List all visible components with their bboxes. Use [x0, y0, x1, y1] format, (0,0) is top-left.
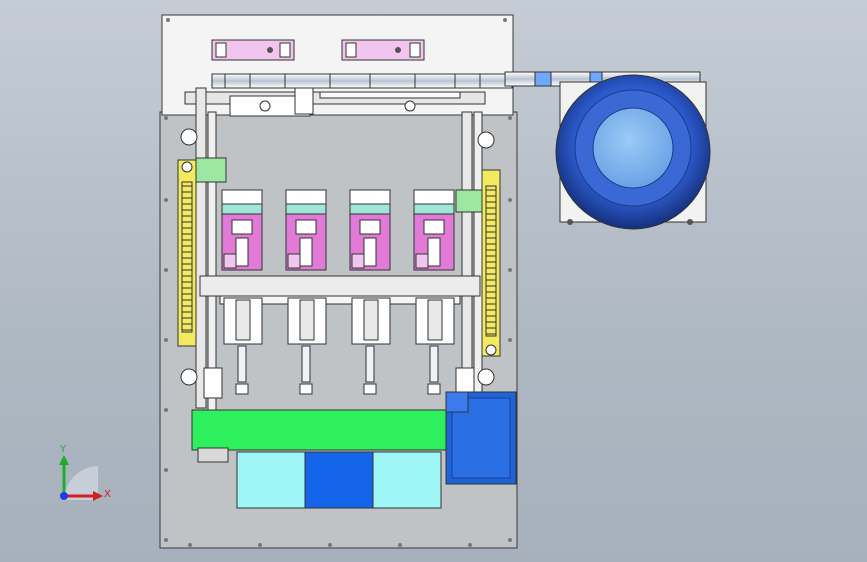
collection-bins [236, 451, 442, 509]
left-vertical-rail [180, 87, 227, 413]
carriage-beam [199, 275, 481, 297]
collection-bin-3 [372, 451, 442, 509]
axis-x-label: X [104, 489, 111, 500]
top-clamp-left [211, 39, 295, 61]
axis-triad [59, 455, 103, 501]
carriage-beam-lower [219, 295, 461, 305]
green-base [191, 409, 455, 463]
collection-bin-1 [236, 451, 306, 509]
axis-y-label: Y [59, 444, 67, 455]
yellow-guide-right [481, 169, 501, 357]
collection-bin-2 [304, 451, 374, 509]
station-2 [285, 189, 327, 451]
top-gantry [184, 87, 486, 117]
yellow-guide-left [177, 159, 197, 347]
station-1 [221, 189, 263, 451]
feed-shaft [211, 71, 701, 89]
bowl-feeder [555, 74, 711, 230]
reject-bin [445, 391, 517, 485]
top-clamp-right [341, 39, 425, 61]
station-group [221, 189, 455, 451]
